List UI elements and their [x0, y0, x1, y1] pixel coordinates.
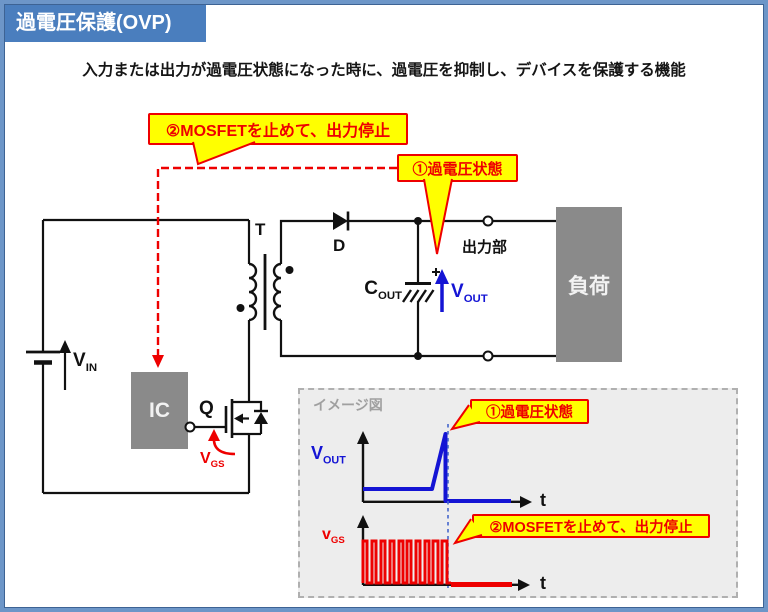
diode-symbol — [333, 211, 350, 231]
mosfet-label: Q — [199, 398, 214, 419]
mosfet-symbol — [184, 399, 268, 493]
callout-overvoltage-text: ①過電圧状態 — [412, 160, 503, 178]
battery-symbol — [26, 350, 60, 365]
callout-stop-output-tail — [192, 141, 256, 166]
vout-arrow — [435, 269, 449, 312]
load-box: 負荷 — [556, 207, 622, 362]
graph-callout-stop-output-text: ②MOSFETを止めて、出力停止 — [489, 519, 693, 536]
vin-label: VIN — [73, 350, 98, 374]
output-capacitor-symbol — [402, 268, 440, 303]
graph-callout-overvoltage: ①過電圧状態 — [470, 399, 589, 424]
callout-overvoltage: ①過電圧状態 — [397, 154, 518, 182]
vin-arrow — [59, 340, 71, 390]
graph-vout-label: VOUT — [311, 443, 346, 467]
graph-callout-overvoltage-text: ①過電圧状態 — [486, 405, 573, 421]
panel-title: イメージ図 — [313, 397, 383, 413]
page-title: 過電圧保護(OVP) — [16, 12, 172, 34]
cout-label: COUT — [364, 278, 402, 302]
vgs-label: VGS — [200, 450, 225, 471]
graph-callout-stop-output: ②MOSFETを止めて、出力停止 — [472, 514, 710, 538]
transformer-label: T — [255, 220, 266, 239]
graph-t-axis-label-top: t — [540, 490, 546, 510]
title-bar: 過電圧保護(OVP) — [4, 4, 206, 42]
diode-label: D — [333, 236, 346, 255]
output-section-label: 出力部 — [462, 239, 508, 256]
graph-vgs-label: vGS — [322, 526, 345, 547]
callout-stop-output: ②MOSFETを止めて、出力停止 — [148, 113, 408, 145]
callout-overvoltage-tail — [423, 178, 453, 255]
transformer-symbol — [236, 254, 294, 330]
subtitle: 入力または出力が過電圧状態になった時に、過電圧を抑制し、デバイスを保護する機能 — [82, 62, 686, 79]
ic-label: IC — [149, 398, 170, 422]
ic-box: IC — [131, 372, 188, 449]
load-label: 負荷 — [568, 274, 610, 298]
feedback-dashed-arrow — [152, 166, 397, 368]
vout-label: VOUT — [451, 281, 488, 305]
graph-t-axis-label-bottom: t — [540, 573, 546, 593]
callout-stop-output-text: ②MOSFETを止めて、出力停止 — [165, 123, 391, 140]
